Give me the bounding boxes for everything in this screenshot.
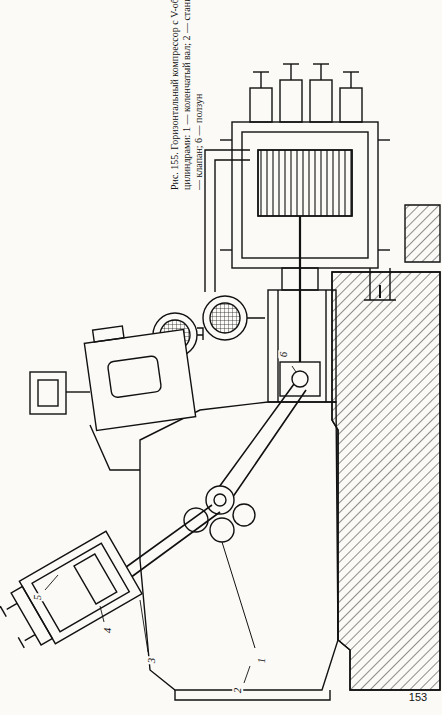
callout-number: 2: [233, 686, 244, 694]
page-number: 153: [409, 691, 427, 703]
callout-number: 4: [103, 626, 114, 634]
figure-caption: Рис. 155. Горизонтальный компрессор с V-…: [169, 0, 205, 190]
callout-number: 5: [33, 593, 44, 601]
callout-number: 6: [279, 350, 290, 358]
callout-number: 1: [257, 656, 268, 664]
callout-number: 3: [147, 656, 158, 664]
